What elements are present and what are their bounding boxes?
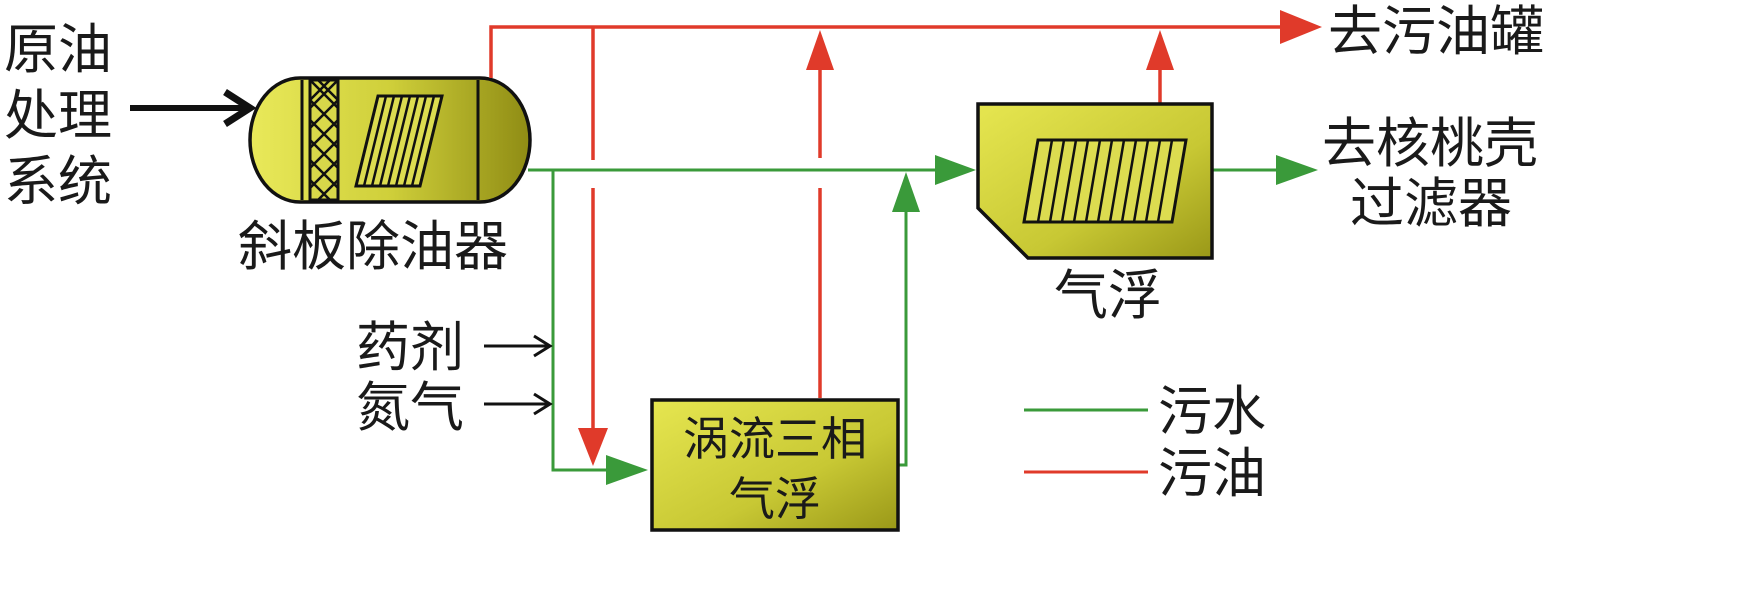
to-oil-tank-label: 去污油罐: [1328, 0, 1544, 63]
crude-system-label-1: 原油: [4, 18, 112, 81]
to-filter-label-2: 过滤器: [1350, 172, 1512, 235]
air-flotation-label: 气浮: [1054, 264, 1162, 327]
inclined-plate-separator: [248, 76, 532, 204]
vortex-outlet-arrow-icon: [892, 172, 920, 212]
crude-system-label-3: 系统: [4, 150, 112, 213]
to-oil-tank-arrow-icon: [1280, 10, 1322, 44]
to-vortex-arrow-icon: [606, 455, 648, 485]
vortex-flotation-unit: [650, 398, 900, 532]
inclined-plates-icon: [354, 94, 444, 188]
crude-system-label-2: 处理: [4, 84, 112, 147]
coalescer-mesh: [308, 78, 340, 202]
flotation-oil-arrow-icon: [1146, 30, 1174, 70]
legend-oil-label: 污油: [1158, 442, 1266, 505]
air-flotation-plates-icon: [1022, 138, 1188, 224]
to-filter-arrow-icon: [1276, 155, 1318, 185]
vortex-flotation-label-1: 涡流三相: [683, 412, 867, 466]
legend: 污水 污油: [1024, 380, 1266, 505]
separator-label: 斜板除油器: [238, 215, 508, 278]
nitrogen-arrow-icon: [533, 392, 553, 416]
air-flotation-unit: [976, 102, 1214, 260]
to-filter-label-1: 去核桃壳: [1322, 112, 1538, 175]
legend-water-label: 污水: [1158, 380, 1266, 443]
nitrogen-label: 氮气: [356, 376, 464, 439]
oil-up-arrow-icon: [806, 30, 834, 70]
vortex-flotation-label-2: 气浮: [729, 472, 821, 526]
chemical-arrow-icon: [533, 334, 553, 358]
chemical-label: 药剂: [356, 316, 464, 379]
crude-input-arrow-icon: [223, 89, 257, 127]
oil-lines: [489, 10, 1322, 466]
water-lines: [528, 155, 1318, 485]
to-air-flotation-arrow-icon: [935, 155, 976, 185]
oil-down-arrow-icon: [578, 428, 608, 466]
